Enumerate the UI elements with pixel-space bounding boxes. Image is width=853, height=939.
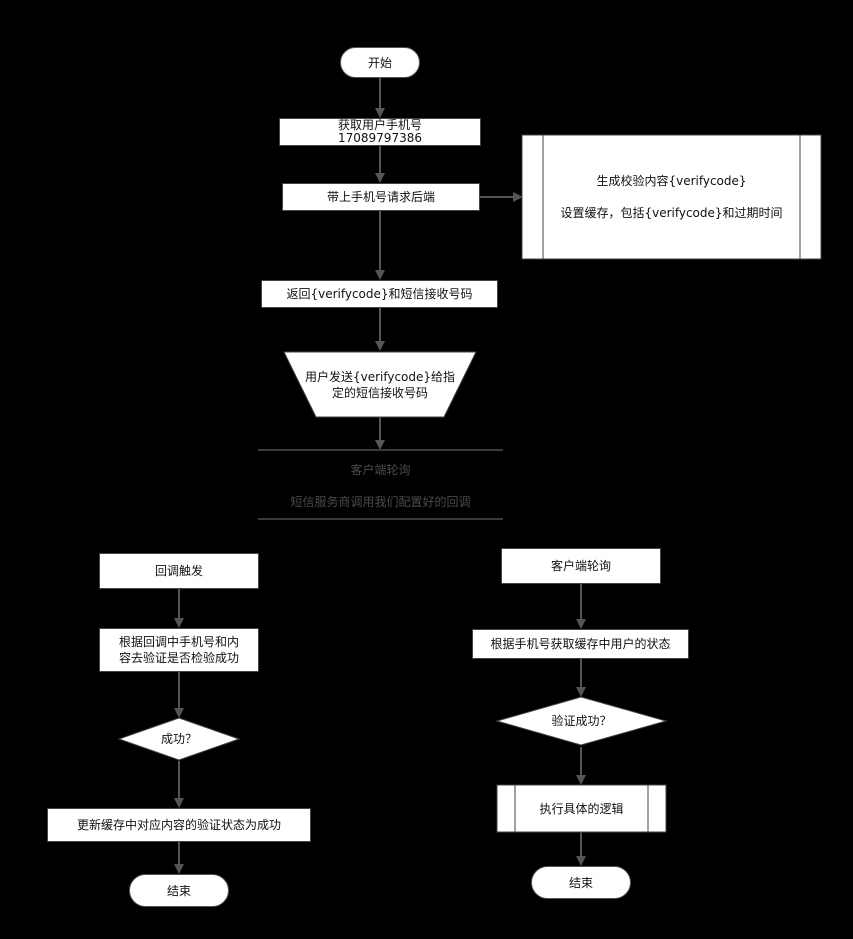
exec-logic-shape (496, 784, 667, 833)
user-send-line-2: 定的短信接收号码 (331, 385, 428, 400)
get-status-label: 根据手机号获取缓存中用户的状态 (490, 637, 671, 651)
server-line-generate: 生成校验内容{verifycode} (596, 174, 747, 188)
callback-trigger-step: 回调触发 (99, 553, 259, 589)
return-code-label: 返回{verifycode}和短信接收号码 (286, 287, 473, 301)
divider-note-callback: 短信服务商调用我们配置好的回调 (290, 495, 471, 509)
verify-line-2: 容去验证是否检验成功 (118, 651, 239, 665)
start-terminal: 开始 (340, 47, 420, 78)
get-phone-label: 获取用户手机号 (337, 118, 422, 132)
request-backend-step: 带上手机号请求后端 (282, 183, 480, 211)
get-phone-step: 获取用户手机号 17089797386 (279, 118, 481, 146)
phone-number: 17089797386 (338, 131, 422, 145)
end-left-label: 结束 (166, 883, 191, 898)
user-send-shape (283, 351, 477, 418)
success-decision-left-text: 成功？ (119, 718, 239, 760)
request-backend-label: 带上手机号请求后端 (326, 190, 435, 204)
success-decision-left-shape (117, 717, 241, 761)
server-process-shape (521, 134, 822, 260)
end-terminal-right: 结束 (531, 866, 631, 899)
end-right-label: 结束 (568, 875, 593, 890)
server-line-cache: 设置缓存，包括{verifycode}和过期时间 (560, 206, 783, 220)
update-cache-step: 更新缓存中对应内容的验证状态为成功 (47, 808, 311, 842)
update-cache-label: 更新缓存中对应内容的验证状态为成功 (76, 818, 281, 832)
exec-logic-label: 执行具体的逻辑 (539, 801, 624, 816)
divider-note-client-poll: 客户端轮询 (350, 463, 411, 477)
start-label: 开始 (367, 55, 392, 70)
callback-trigger-label: 回调触发 (154, 564, 203, 578)
user-send-text: 用户发送{verifycode}给指 定的短信接收号码 (296, 352, 464, 417)
server-process-text: 生成校验内容{verifycode} 设置缓存，包括{verifycode}和过… (543, 135, 800, 259)
verify-success-decision-text: 验证成功？ (497, 697, 666, 745)
client-poll-step: 客户端轮询 (501, 548, 661, 584)
return-code-step: 返回{verifycode}和短信接收号码 (261, 280, 498, 308)
verify-success-decision-label: 验证成功？ (551, 714, 612, 728)
exec-logic-text: 执行具体的逻辑 (515, 785, 648, 832)
end-terminal-left: 结束 (129, 874, 229, 907)
get-status-step: 根据手机号获取缓存中用户的状态 (472, 629, 689, 659)
success-decision-left-label: 成功？ (160, 732, 197, 746)
user-send-line-1: 用户发送{verifycode}给指 (304, 369, 456, 384)
verify-line-1: 根据回调中手机号和内 (118, 635, 239, 649)
verify-success-decision-shape (495, 696, 668, 746)
verify-callback-step: 根据回调中手机号和内 容去验证是否检验成功 (99, 628, 259, 672)
client-poll-label: 客户端轮询 (550, 559, 611, 573)
